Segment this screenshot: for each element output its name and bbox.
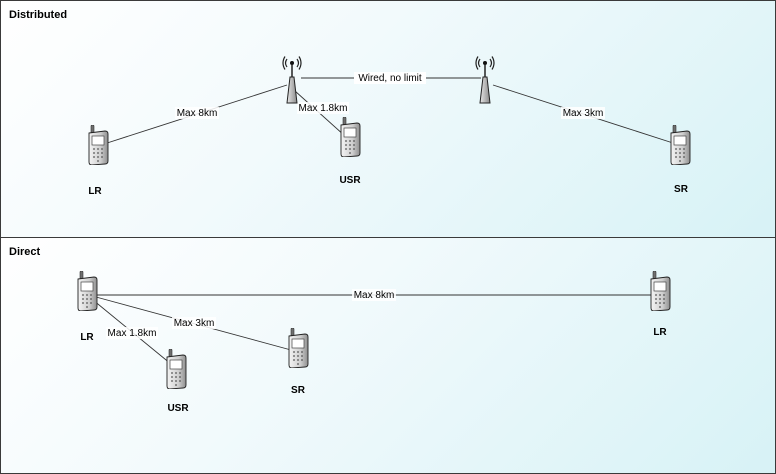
- phone-icon-sr: [288, 328, 309, 368]
- device-label-lr: LR: [88, 186, 102, 197]
- tower-icon-right: [475, 55, 495, 104]
- label-lr-tower: Max 8km: [177, 108, 218, 119]
- device-label-usr: USR: [167, 403, 189, 414]
- device-label-lr-left: LR: [80, 332, 94, 343]
- device-label-sr: SR: [674, 184, 689, 195]
- device-label-usr: USR: [339, 175, 361, 186]
- label-usr-tower: Max 1.8km: [299, 103, 348, 114]
- direct-diagram: Max 8km Max 3km Max 1.8km LR USR SR LR: [77, 271, 671, 414]
- distributed-panel: Distributed Max 8km Max 1.8km Wired, no …: [0, 0, 776, 238]
- device-label-sr: SR: [291, 385, 306, 396]
- label-sr-tower: Max 3km: [563, 108, 604, 119]
- phone-icon-usr: [166, 349, 187, 389]
- phone-icon-lr-right: [650, 271, 671, 311]
- label-lr-usr: Max 1.8km: [108, 328, 157, 339]
- distributed-diagram: Max 8km Max 1.8km Wired, no limit Max 3k…: [88, 55, 691, 197]
- distributed-title: Distributed: [9, 9, 68, 21]
- phone-icon-lr-left: [77, 271, 98, 311]
- direct-title: Direct: [9, 246, 41, 258]
- direct-panel: Direct Max 8km Max 3km Max 1.8km LR USR …: [0, 237, 776, 474]
- device-label-lr-right: LR: [653, 327, 667, 338]
- label-wired: Wired, no limit: [358, 73, 422, 84]
- label-lr-sr: Max 3km: [174, 318, 215, 329]
- phone-icon-usr: [340, 117, 361, 157]
- label-lr-lr: Max 8km: [354, 290, 395, 301]
- tower-icon-left: [282, 55, 302, 104]
- phone-icon-lr: [88, 125, 109, 165]
- phone-icon-sr: [670, 125, 691, 165]
